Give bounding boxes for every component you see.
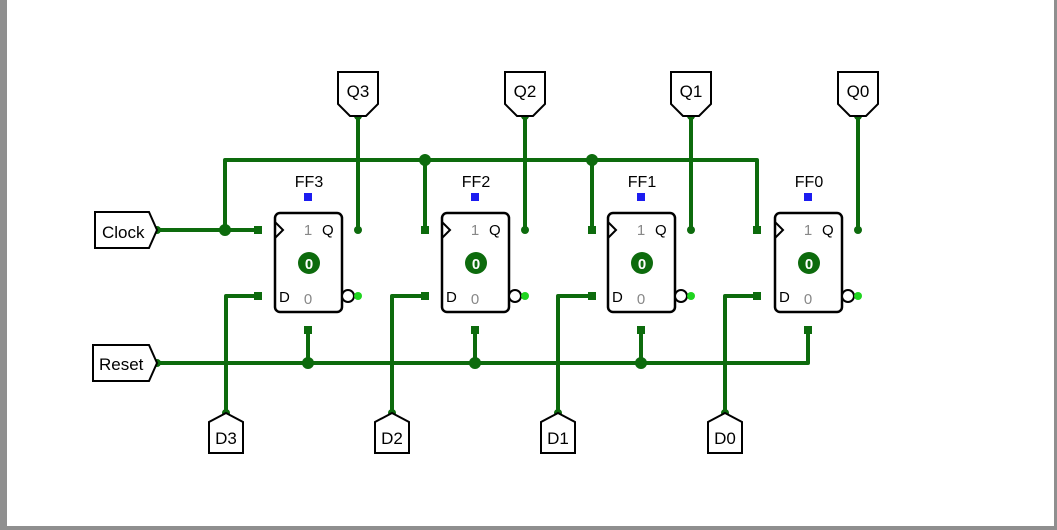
flipflop-ff0-set-pin: 1: [804, 222, 812, 239]
wire-d1: [556, 294, 594, 415]
flipflop-ff2-reset-port: [471, 326, 479, 334]
flipflop-ff2-d-port: [421, 292, 429, 300]
flipflop-ff2-set-pin: 1: [471, 222, 479, 239]
input-pin-d3[interactable]: D3: [208, 411, 244, 454]
flipflop-ff2-qbar-port: [521, 292, 529, 300]
input-pin-d0-label: D0: [714, 429, 736, 448]
flipflop-ff0-clock-triangle: [774, 221, 785, 239]
wire-d2: [390, 294, 427, 415]
input-pin-d1-label: D1: [547, 429, 569, 448]
flipflop-ff3-name: FF3: [295, 174, 324, 191]
flipflop-ff1-d-label: D: [612, 289, 623, 306]
flipflop-ff0-clock-port: [753, 226, 761, 234]
flipflop-ff0-qbar-bubble: [841, 289, 855, 303]
flipflop-ff3-qbar-bubble: [341, 289, 355, 303]
flipflop-ff1-clock-port: [588, 226, 596, 234]
input-pin-reset[interactable]: Reset: [92, 344, 159, 382]
flipflop-ff2-name: FF2: [462, 174, 491, 191]
flipflop-ff1-d-port: [588, 292, 596, 300]
flipflop-ff2-set-port: [471, 193, 479, 201]
flipflop-ff1[interactable]: FF1 1 Q 0 D 0: [588, 174, 695, 334]
flipflop-ff2[interactable]: FF2 1 Q 0 D 0: [421, 174, 529, 334]
output-pin-q3-label: Q3: [347, 82, 370, 101]
flipflop-ff3-qbar-port: [354, 292, 362, 300]
output-pin-q1-label: Q1: [680, 82, 703, 101]
flipflop-ff2-q-label: Q: [489, 222, 501, 239]
output-pin-q3[interactable]: Q3: [337, 71, 379, 117]
flipflop-ff3-q-label: Q: [322, 222, 334, 239]
input-pin-d2[interactable]: D2: [374, 411, 410, 454]
flipflop-ff1-clock-triangle: [607, 221, 618, 239]
flipflop-ff0-name: FF0: [795, 174, 824, 191]
input-pin-d0[interactable]: D0: [707, 411, 743, 454]
junction-clock-ff2: [419, 154, 431, 166]
output-pin-q0-label: Q0: [847, 82, 870, 101]
flipflop-ff2-reset-pin: 0: [471, 291, 479, 308]
flipflop-ff0-set-port: [804, 193, 812, 201]
flipflop-ff1-qbar-bubble: [674, 289, 688, 303]
flipflop-ff1-reset-pin: 0: [637, 291, 645, 308]
flipflop-ff3-d-port: [254, 292, 262, 300]
flipflop-ff0-d-label: D: [779, 289, 790, 306]
flipflop-ff0-state-value: 0: [805, 256, 813, 273]
flipflop-ff1-q-port: [687, 226, 695, 234]
flipflop-ff3-set-port: [304, 193, 312, 201]
flipflop-ff0[interactable]: FF0 1 Q 0 D 0: [753, 174, 862, 334]
output-pin-q2[interactable]: Q2: [504, 71, 546, 117]
flipflop-ff1-qbar-port: [687, 292, 695, 300]
flipflop-ff3-reset-port: [304, 326, 312, 334]
wire-d3: [224, 294, 260, 415]
flipflop-ff1-state: [631, 252, 653, 274]
flipflop-ff0-q-port: [854, 226, 862, 234]
flipflop-ff3-state: [298, 252, 320, 274]
input-pin-reset-label: Reset: [99, 355, 144, 374]
flipflop-ff1-reset-port: [637, 326, 645, 334]
junction-reset-ff3: [302, 357, 314, 369]
flipflop-ff2-clock-port: [421, 226, 429, 234]
output-pin-q2-label: Q2: [514, 82, 537, 101]
flipflop-ff0-reset-pin: 0: [804, 291, 812, 308]
flipflop-ff3-d-label: D: [279, 289, 290, 306]
flipflop-ff2-qbar-bubble: [508, 289, 522, 303]
flipflop-ff2-q-port: [521, 226, 529, 234]
flipflop-ff2-clock-triangle: [441, 221, 452, 239]
input-pin-clock-label: Clock: [102, 223, 145, 242]
flipflop-ff0-d-port: [753, 292, 761, 300]
flipflop-ff2-state: [465, 252, 487, 274]
flipflop-ff3-set-pin: 1: [304, 222, 312, 239]
flipflop-ff1-name: FF1: [628, 174, 657, 191]
flipflop-ff3[interactable]: FF3 1 Q 0 D 0: [254, 174, 362, 334]
flipflop-ff3-reset-pin: 0: [304, 291, 312, 308]
wire-d0: [723, 294, 759, 415]
flipflop-ff1-set-port: [637, 193, 645, 201]
flipflop-ff3-clock-triangle: [274, 221, 285, 239]
wire-clock-bus: [223, 158, 759, 232]
flipflop-ff1-set-pin: 1: [637, 222, 645, 239]
flipflop-ff1-state-value: 0: [638, 256, 646, 273]
flipflop-ff3-q-port: [354, 226, 362, 234]
input-pin-d1[interactable]: D1: [540, 411, 576, 454]
junction-reset-ff2: [469, 357, 481, 369]
junction-clock-ff1: [586, 154, 598, 166]
flipflop-ff3-clock-port: [254, 226, 262, 234]
input-pin-d3-label: D3: [215, 429, 237, 448]
flipflop-ff2-d-label: D: [446, 289, 457, 306]
output-pin-q0[interactable]: Q0: [837, 71, 879, 117]
wire-reset-main: [155, 328, 810, 365]
flipflop-ff0-q-label: Q: [822, 222, 834, 239]
junction-clock: [219, 224, 231, 236]
input-pin-clock[interactable]: Clock: [94, 211, 159, 249]
flipflop-ff0-qbar-port: [854, 292, 862, 300]
flipflop-ff1-q-label: Q: [655, 222, 667, 239]
flipflop-ff0-reset-port: [804, 326, 812, 334]
input-pin-d2-label: D2: [381, 429, 403, 448]
junction-reset-ff1: [635, 357, 647, 369]
flipflop-ff0-state: [798, 252, 820, 274]
flipflop-ff3-state-value: 0: [305, 256, 313, 273]
flipflop-ff2-state-value: 0: [472, 256, 480, 273]
wires: [155, 114, 860, 415]
output-pin-q1[interactable]: Q1: [670, 71, 712, 117]
